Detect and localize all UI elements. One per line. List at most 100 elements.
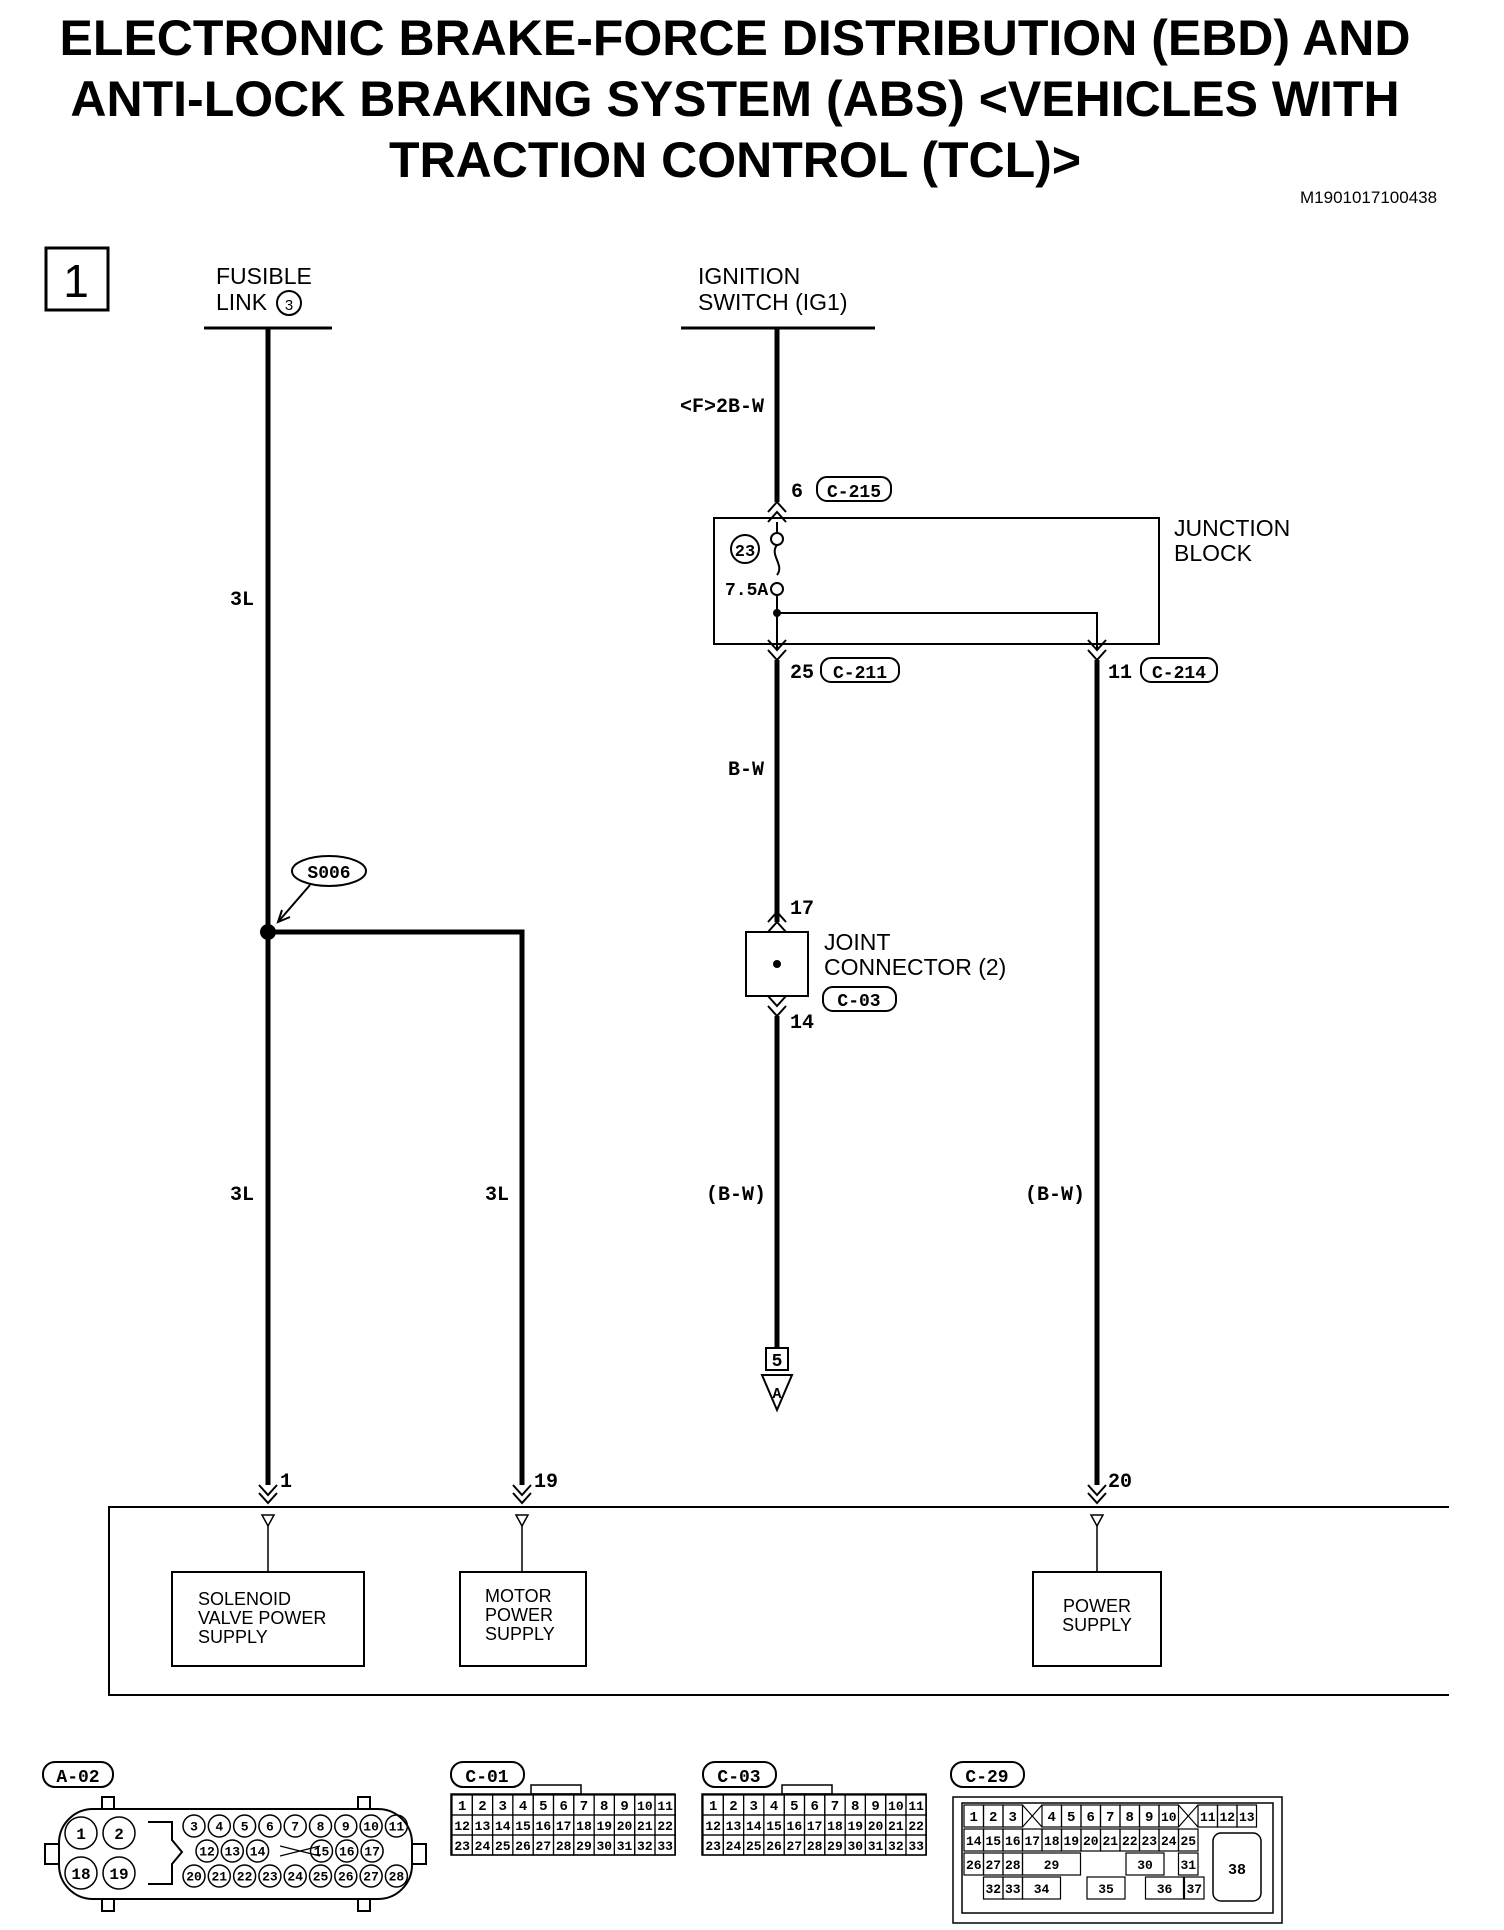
connector-a02-pill xyxy=(42,1761,114,1788)
c03-pin: 3 xyxy=(742,1794,765,1816)
c03-pin: 20 xyxy=(864,1814,887,1836)
c29-pin: 6 xyxy=(1080,1804,1102,1828)
c29-pin: 1 xyxy=(963,1804,985,1828)
junction-internal-bus xyxy=(777,612,1098,650)
c01-pin: 33 xyxy=(654,1834,676,1856)
c01-pin: 14 xyxy=(492,1814,514,1836)
c01-pin: 3 xyxy=(492,1794,514,1816)
jc-pin-out: 14 xyxy=(790,1012,814,1035)
pin-label: 26 xyxy=(338,1870,354,1885)
blank-pin-cross xyxy=(1022,1804,1043,1828)
fuse-rating: 7.5A xyxy=(725,581,768,601)
wire-label-3l-branch: 3L xyxy=(485,1184,509,1207)
a02-pin: 5 xyxy=(232,1814,257,1838)
a02-pin: 22 xyxy=(232,1864,257,1888)
c03-pin: 30 xyxy=(844,1834,866,1856)
c03-pin: 5 xyxy=(783,1794,806,1816)
c01-pin: 22 xyxy=(654,1814,676,1836)
c29-pin: 15 xyxy=(982,1828,1004,1852)
a02-pin: 7 xyxy=(283,1814,307,1838)
ecu-outline xyxy=(108,1506,1449,1696)
a02-pin: 27 xyxy=(359,1864,383,1888)
connector-a02-label: A-02 xyxy=(56,1768,99,1788)
pin-label: 27 xyxy=(985,1858,1001,1873)
conn-c214-pill xyxy=(1140,657,1218,683)
a02-pin: 16 xyxy=(335,1839,359,1863)
pin-label: 36 xyxy=(1157,1882,1173,1897)
solenoid-label-2: VALVE POWER xyxy=(198,1608,326,1628)
pin-label: 18 xyxy=(827,1819,843,1834)
c01-pin: 7 xyxy=(573,1794,595,1816)
c29-pin: 17 xyxy=(1021,1828,1043,1852)
c29-pin: 14 xyxy=(963,1828,985,1852)
connector-c01-label: C-01 xyxy=(465,1768,508,1788)
pin-label: 20 xyxy=(617,1819,633,1834)
pin-label: 15 xyxy=(515,1819,531,1834)
a02-pin: 9 xyxy=(334,1814,358,1838)
pin-label: 25 xyxy=(1180,1834,1196,1849)
ecu-pin-20: 20 xyxy=(1108,1471,1132,1494)
c03-pin: 32 xyxy=(885,1834,907,1856)
pin-label: 3 xyxy=(1009,1810,1017,1826)
wire-label-bw-paren-a: (B-W) xyxy=(706,1184,766,1207)
a02-pin: 15 xyxy=(309,1839,334,1863)
c01-pin: 32 xyxy=(634,1834,656,1856)
pin-label: 23 xyxy=(1141,1834,1157,1849)
a02-pin: 20 xyxy=(182,1864,206,1888)
pin-label: 8 xyxy=(317,1820,325,1835)
c29-pin: 5 xyxy=(1060,1804,1082,1828)
fusible-link-label-1: FUSIBLE xyxy=(216,263,312,289)
c01-pin: 29 xyxy=(573,1834,595,1856)
c01-pin: 20 xyxy=(613,1814,636,1836)
pin-label: 20 xyxy=(1083,1834,1099,1849)
splice-point xyxy=(260,924,276,940)
conn-c03-pill xyxy=(822,986,897,1012)
pin-label: 5 xyxy=(241,1820,249,1835)
pin-label: 2 xyxy=(989,1810,997,1826)
c29-pin: 12 xyxy=(1216,1804,1238,1828)
c03-pin: 24 xyxy=(722,1834,745,1856)
c03-pin: 15 xyxy=(763,1814,785,1836)
title-line-2: ANTI-LOCK BRAKING SYSTEM (ABS) <VEHICLES… xyxy=(70,71,1400,127)
a02-pin: 17 xyxy=(360,1839,384,1863)
pin-label: 32 xyxy=(888,1839,904,1854)
page-number: 1 xyxy=(63,255,89,307)
pin-label: 21 xyxy=(637,1819,653,1834)
pin-label: 24 xyxy=(726,1839,742,1854)
c01-pin: 21 xyxy=(634,1814,656,1836)
wire-label-f2bw: <F>2B-W xyxy=(680,396,764,419)
pin-label: 9 xyxy=(342,1820,350,1835)
ignition-label-2: SWITCH (IG1) xyxy=(698,289,848,315)
c01-pin: 17 xyxy=(552,1814,575,1836)
joint-connector-label-1: JOINT xyxy=(824,929,890,955)
pin-label: 3 xyxy=(190,1820,198,1835)
pin-label: 23 xyxy=(454,1839,470,1854)
solenoid-label-1: SOLENOID xyxy=(198,1589,291,1609)
pin-label: 14 xyxy=(495,1819,511,1834)
pin-label: 4 xyxy=(770,1799,778,1815)
pin-label: 13 xyxy=(475,1819,491,1834)
c01-pin: 4 xyxy=(512,1794,534,1816)
pin-label: 11 xyxy=(1200,1810,1216,1825)
pin-label: 27 xyxy=(787,1839,803,1854)
offpage-page: 5 xyxy=(772,1352,783,1372)
pin-label: 27 xyxy=(363,1870,379,1885)
wire-label-bw-paren-b: (B-W) xyxy=(1025,1184,1085,1207)
pin-label: 25 xyxy=(313,1870,329,1885)
a02-pin: 10 xyxy=(359,1814,383,1838)
pin-label: 15 xyxy=(766,1819,782,1834)
pin-label: 12 xyxy=(1219,1810,1235,1825)
pin-label: 7 xyxy=(1106,1810,1114,1826)
c03-pin: 6 xyxy=(803,1794,826,1816)
jb-pin-in: 6 xyxy=(791,481,803,504)
pin-label: 11 xyxy=(908,1799,924,1814)
c29-pin: 8 xyxy=(1119,1804,1141,1828)
pin-label: 10 xyxy=(363,1820,379,1835)
c29-pin: 13 xyxy=(1236,1804,1258,1828)
c03-pin: 14 xyxy=(742,1814,765,1836)
pin-label: 24 xyxy=(287,1870,303,1885)
c03-pin: 27 xyxy=(783,1834,806,1856)
c29-pin: 18 xyxy=(1041,1828,1063,1852)
pin-label: 31 xyxy=(868,1839,884,1854)
pin-label: 19 xyxy=(847,1819,863,1834)
